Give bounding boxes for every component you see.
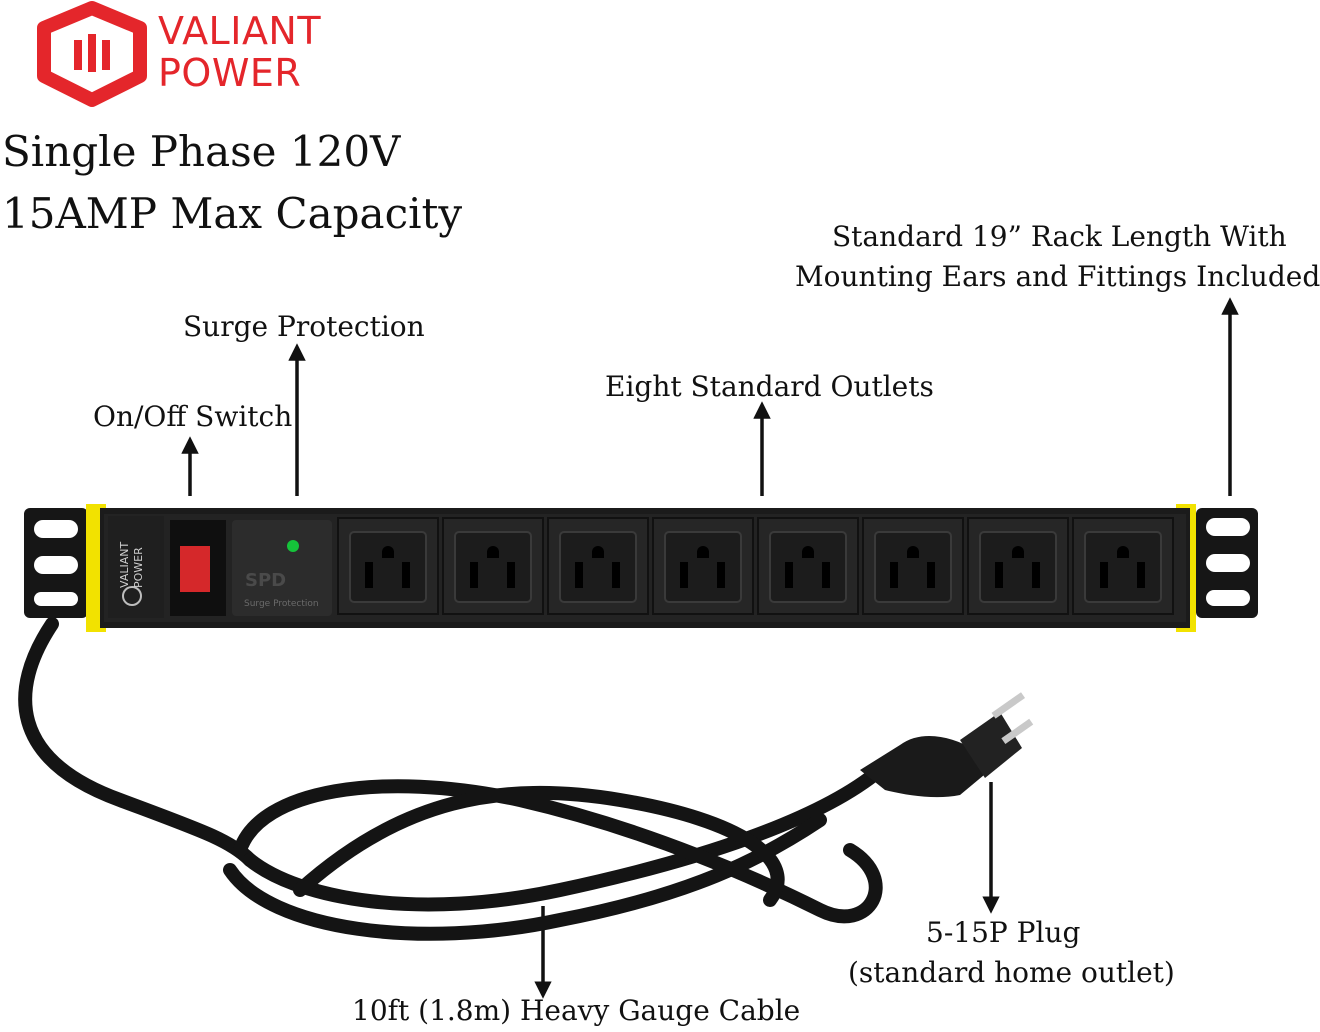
callout-rack-line-1: Standard 19” Rack Length With — [832, 220, 1287, 253]
brand-line-1: VALIANT — [158, 9, 322, 53]
callout-surge-protection: Surge Protection — [183, 310, 425, 343]
power-cable — [18, 617, 887, 941]
callout-on-off-switch: On/Off Switch — [93, 400, 293, 433]
panel-brand-line-1: VALIANT — [118, 542, 131, 588]
callout-eight-outlets: Eight Standard Outlets — [605, 370, 934, 403]
plug-5-15p — [860, 692, 1034, 798]
callout-arrows — [181, 297, 1239, 999]
panel-brand-line-2: POWER — [132, 547, 145, 588]
outlet-row — [337, 517, 1174, 615]
outlet-5 — [757, 517, 859, 615]
outlet-6 — [862, 517, 964, 615]
spd-caption: Surge Protection — [244, 599, 319, 609]
power-strip-illustration: SPD Surge Protection VALIANT POWER — [18, 297, 1258, 999]
valiant-power-logo — [37, 1, 147, 107]
panel-logo-icon — [122, 586, 142, 606]
callout-plug-line-2: (standard home outlet) — [848, 956, 1175, 989]
outlet-1 — [337, 517, 439, 615]
on-off-switch — [180, 546, 210, 592]
surge-module — [232, 520, 332, 616]
logo-hexagon-icon — [37, 1, 147, 107]
callout-plug-line-1: 5-15P Plug — [926, 916, 1081, 949]
outlet-3 — [547, 517, 649, 615]
outlet-7 — [967, 517, 1069, 615]
outlet-8 — [1072, 517, 1174, 615]
callout-rack-line-2: Mounting Ears and Fittings Included — [795, 260, 1320, 293]
callout-cable: 10ft (1.8m) Heavy Gauge Cable — [352, 994, 801, 1027]
panel-brand-area — [108, 516, 164, 618]
outlet-4 — [652, 517, 754, 615]
headline-capacity: 15AMP Max Capacity — [2, 189, 463, 238]
headline-voltage: Single Phase 120V — [2, 127, 401, 176]
brand-line-2: POWER — [158, 51, 302, 95]
spd-label: SPD — [245, 570, 286, 591]
surge-indicator-light — [287, 540, 299, 552]
outlet-2 — [442, 517, 544, 615]
brand-wordmark: VALIANT POWER — [158, 10, 321, 94]
